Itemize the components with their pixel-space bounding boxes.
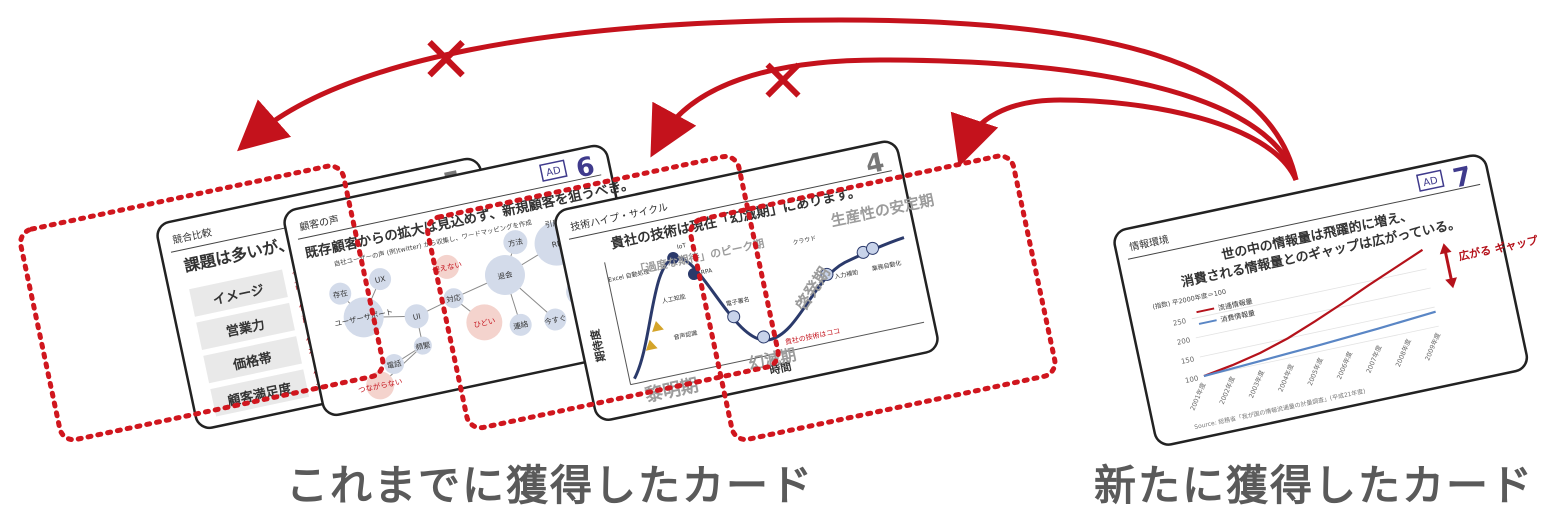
cross-marks: ✕ ✕ bbox=[419, 24, 808, 117]
ad-badge: AD bbox=[1422, 175, 1439, 189]
card-5-row-label: 営業力 bbox=[225, 317, 266, 341]
card-6-number: 6 bbox=[574, 151, 598, 184]
arrows bbox=[237, 17, 1299, 182]
word-node bbox=[544, 308, 567, 331]
word-label: UI bbox=[412, 312, 421, 322]
card-6-ad-badge-box bbox=[539, 159, 568, 182]
word-label: 頻繁 bbox=[414, 339, 431, 352]
slot-outline-4 bbox=[688, 153, 1058, 442]
word-label: 対応 bbox=[445, 292, 462, 305]
word-label: UX bbox=[374, 274, 386, 285]
word-node bbox=[404, 304, 429, 329]
card-4-divider bbox=[568, 170, 892, 240]
gap-arrowhead bbox=[1445, 277, 1457, 289]
hype-point bbox=[687, 268, 700, 281]
y-tick-label: 100 bbox=[1184, 374, 1199, 385]
gridline bbox=[1203, 325, 1439, 377]
card-5-row-bg bbox=[189, 269, 288, 317]
hype-point bbox=[645, 339, 658, 351]
word-node bbox=[384, 354, 405, 375]
card-4-frame bbox=[554, 140, 939, 421]
word-node bbox=[435, 254, 460, 279]
hype-point-label: IoT bbox=[676, 242, 687, 251]
gap-arrow bbox=[1442, 246, 1454, 285]
y-tick-label: 150 bbox=[1180, 355, 1195, 366]
cross-mark: ✕ bbox=[758, 47, 808, 117]
word-node bbox=[443, 288, 464, 309]
hype-point bbox=[820, 267, 834, 281]
card-5-rows: イメージ 営業力 価格帯 顧客満足度 bbox=[189, 269, 310, 417]
word-label: 方法 bbox=[507, 236, 524, 249]
word-node bbox=[343, 297, 384, 338]
arrow-to-slot-6 bbox=[650, 57, 1299, 181]
series-line bbox=[1203, 310, 1436, 378]
slot-outline-6 bbox=[425, 153, 781, 431]
word-node bbox=[484, 255, 525, 296]
word-label: 今すぐ bbox=[543, 312, 567, 326]
arrow-to-slot-5 bbox=[237, 17, 1299, 181]
new-card-label: 新たに獲得したカード bbox=[1094, 461, 1535, 510]
card-7: AD 7 情報環境 世の中の情報量は飛躍的に増え、 消費される情報量とのギャップ… bbox=[1113, 154, 1540, 446]
gap-arrowhead bbox=[1439, 243, 1452, 255]
hype-points bbox=[645, 241, 880, 351]
ad-badge: AD bbox=[545, 165, 562, 179]
card-5-row-bg bbox=[196, 302, 295, 350]
card-6-divider bbox=[297, 174, 602, 240]
word-node bbox=[329, 282, 352, 305]
legend-swatch-blue bbox=[1198, 319, 1217, 325]
word-node bbox=[413, 336, 432, 355]
slot-outlines bbox=[18, 153, 1058, 443]
hype-point bbox=[757, 330, 771, 344]
word-node bbox=[466, 304, 503, 341]
word-label: 引用 bbox=[544, 218, 561, 230]
gridline bbox=[1191, 268, 1427, 320]
word-node bbox=[509, 313, 532, 336]
legend-swatch-red bbox=[1196, 307, 1215, 314]
series-line bbox=[1203, 248, 1424, 378]
gridline bbox=[1195, 287, 1431, 339]
card-4-number: 4 bbox=[863, 147, 887, 180]
y-tick-label: 200 bbox=[1176, 336, 1191, 347]
hype-y-label: 期待度 bbox=[587, 327, 608, 363]
word-label: 電話 bbox=[386, 357, 403, 370]
card-7-ad-badge-box bbox=[1415, 169, 1445, 192]
card-7-number: 7 bbox=[1450, 161, 1474, 194]
hype-y-axis bbox=[604, 262, 632, 385]
card-6: AD 6 顧客の声 既存顧客からの拡大は見込めず、新規顧客を狙うべき。 自社ユー… bbox=[283, 144, 648, 417]
hype-point bbox=[866, 241, 880, 255]
gridline bbox=[1199, 306, 1435, 358]
card-5-row-bg bbox=[203, 336, 303, 384]
word-label: RP bbox=[551, 239, 563, 250]
word-map: UX UI 存在 ユーザーサポート 対応 頻繁 電話 ひどい つながらない 使え… bbox=[329, 218, 595, 400]
word-node bbox=[503, 230, 528, 255]
y-tick-label: 250 bbox=[1172, 317, 1187, 328]
card-4: 4 技術ハイプ・サイクル 貴社の技術は現在「幻滅期」にあります。 期待度 時間 … bbox=[554, 140, 939, 421]
word-label: 連絡 bbox=[512, 318, 529, 331]
hype-point bbox=[652, 320, 664, 333]
word-label: 退会 bbox=[497, 268, 514, 281]
word-label: 存在 bbox=[332, 287, 349, 300]
previous-cards-label: これまでに獲得したカード bbox=[286, 461, 815, 510]
hype-point bbox=[667, 252, 680, 265]
word-node bbox=[369, 268, 392, 291]
cross-mark: ✕ bbox=[419, 24, 473, 98]
card-7-divider bbox=[1127, 183, 1481, 260]
hype-point bbox=[727, 310, 741, 324]
hype-point-label: RPA bbox=[700, 267, 714, 276]
arrow-to-slot-4 bbox=[950, 97, 1299, 182]
slot-outline-5 bbox=[18, 163, 386, 443]
